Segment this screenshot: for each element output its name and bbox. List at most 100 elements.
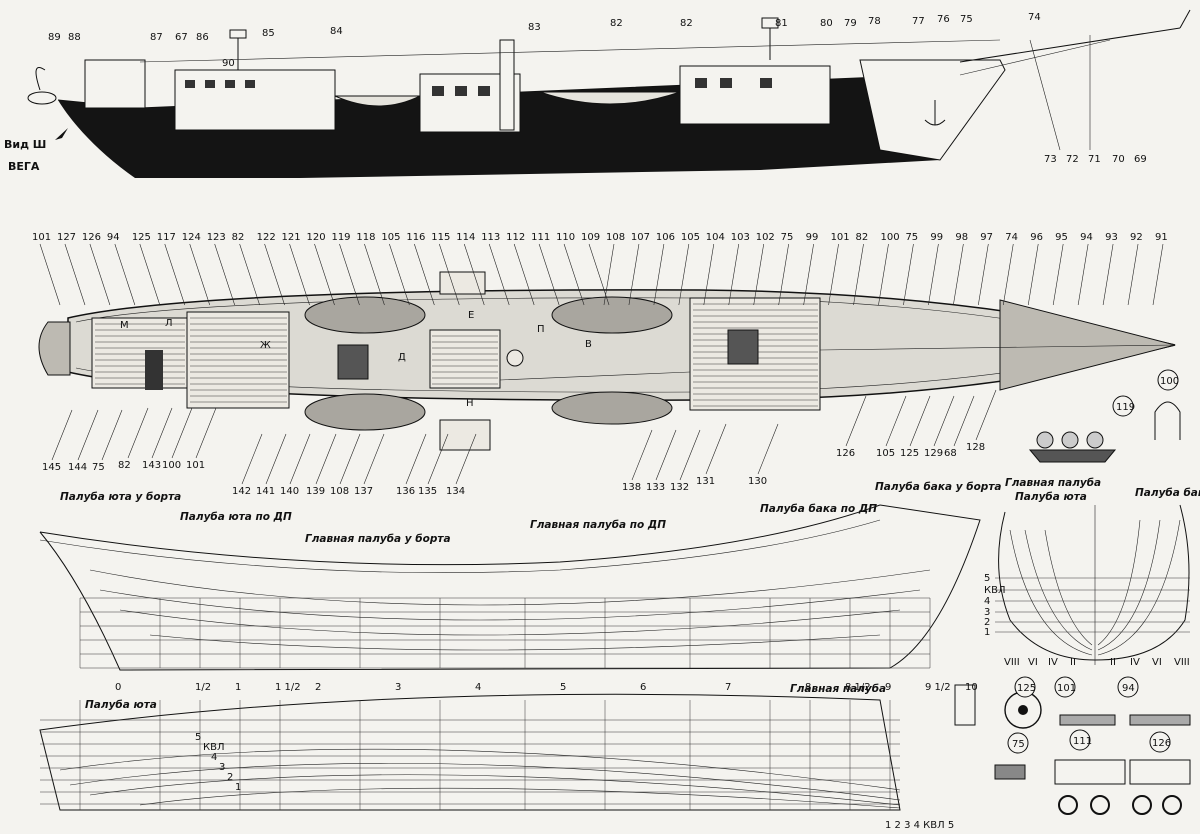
station-label: 4: [475, 682, 481, 693]
svg-text:75: 75: [1012, 739, 1025, 750]
callout-number: 124: [182, 232, 201, 243]
drawing-line: [89, 243, 111, 306]
lifeboat-aft: [334, 95, 421, 107]
callout-number: 128: [966, 442, 985, 453]
waterline-label: 1: [984, 627, 990, 638]
svg-text:Палуба юта у борта: Палуба юта у борта: [60, 491, 181, 503]
callout-number: 105: [876, 448, 895, 459]
callout-number: 119: [331, 232, 350, 243]
keel-line: [39, 504, 981, 671]
waterline-label: 2: [227, 772, 233, 783]
waterline-label: 5: [984, 573, 990, 584]
drawing-line: [364, 243, 385, 306]
section-mark: VI: [1028, 657, 1038, 668]
lifeboat-stbd-aft: [304, 393, 426, 431]
drawing-line: [885, 395, 907, 447]
lifeboat-fore: [539, 91, 681, 105]
callout-number: 103: [731, 232, 750, 243]
drawing-line: [928, 243, 939, 306]
drawing-line: [463, 243, 485, 306]
callout-number: 139: [306, 486, 325, 497]
section-mark: II: [1110, 657, 1116, 668]
callout-number: 105: [381, 232, 400, 243]
svg-text:111: 111: [1073, 736, 1092, 747]
svg-text:100: 100: [1160, 376, 1179, 387]
section-mark: VIII: [1174, 657, 1190, 668]
callout-number: 79: [844, 18, 857, 29]
drawing-line: [1152, 243, 1164, 306]
callout-number: 96: [1030, 232, 1043, 243]
callout-number: 144: [68, 462, 87, 473]
svg-text:125: 125: [1017, 683, 1036, 694]
callout-number: 101: [831, 232, 850, 243]
station-label: 8: [805, 682, 811, 693]
section-mark: IV: [1130, 657, 1140, 668]
station-label: 9: [885, 682, 891, 693]
funnel: [499, 39, 515, 131]
callout-number: 114: [456, 232, 475, 243]
callout-number: 122: [257, 232, 276, 243]
callout-number: 135: [418, 486, 437, 497]
profile-lines: Палуба юта у борта Палуба юта по ДП Глав…: [39, 481, 1002, 693]
engine-house: [429, 329, 501, 389]
callout-number: 130: [748, 476, 767, 487]
station-label: 1/2: [195, 682, 211, 693]
callout-number: 123: [207, 232, 226, 243]
callout-number: 81: [775, 18, 788, 29]
callout-number: 93: [1105, 232, 1118, 243]
callout-number: 82: [610, 18, 623, 29]
callout-number: 67: [175, 32, 188, 43]
callout-number: 75: [960, 14, 973, 25]
svg-text:Палуба бака: Палуба бака: [1135, 487, 1200, 499]
section-mark: VIII: [1004, 657, 1020, 668]
drawing-line: [114, 243, 136, 306]
section-mark: IV: [1048, 657, 1058, 668]
svg-text:Палуба бака по ДП: Палуба бака по ДП: [760, 503, 877, 515]
poop-house: [91, 317, 188, 389]
callout-number: 136: [396, 486, 415, 497]
drawing-line: [488, 243, 510, 306]
callout-number: 80: [820, 18, 833, 29]
callout-number: 89: [48, 32, 61, 43]
callout-number: 90: [222, 58, 235, 69]
drawing-line: [405, 433, 427, 485]
callout-number: 87: [150, 32, 163, 43]
callout-number: 85: [262, 28, 275, 39]
drawing-line: [1002, 243, 1014, 306]
callout-number: 78: [868, 16, 881, 27]
drawing-line: [909, 395, 931, 447]
svg-text:Главная палуба по ДП: Главная палуба по ДП: [530, 519, 666, 531]
drawing-line: [51, 409, 73, 461]
callout-number: 95: [1055, 232, 1068, 243]
drawing-line: [679, 429, 701, 481]
callout-number: 125: [900, 448, 919, 459]
drawing-line: [753, 243, 765, 306]
plan-letter: П: [537, 324, 545, 335]
drawing-line: [171, 407, 193, 459]
drawing-line: [853, 243, 864, 306]
callout-number: 77: [912, 16, 925, 27]
callout-number: 76: [937, 14, 950, 25]
callout-number: 68: [944, 448, 957, 459]
drawing-line: [289, 433, 311, 485]
drawing-line: [631, 429, 653, 481]
bridge-house: [174, 69, 336, 131]
callout-number: 133: [646, 482, 665, 493]
callout-number: 117: [157, 232, 176, 243]
station-label: 9 1/2: [925, 682, 951, 693]
callout-number: 108: [330, 486, 349, 497]
drawing-line: [314, 243, 335, 306]
callout-number: 75: [92, 462, 105, 473]
drawing-line: [513, 243, 535, 306]
svg-text:94: 94: [1122, 683, 1135, 694]
drawing-line: [933, 395, 955, 447]
callout-number: 102: [756, 232, 775, 243]
callout-number: 97: [980, 232, 993, 243]
callout-number: 101: [186, 460, 205, 471]
callout-number: 92: [1130, 232, 1143, 243]
callout-number: 109: [581, 232, 600, 243]
waterline-label: КВЛ: [984, 585, 1005, 596]
callout-number: 120: [307, 232, 326, 243]
